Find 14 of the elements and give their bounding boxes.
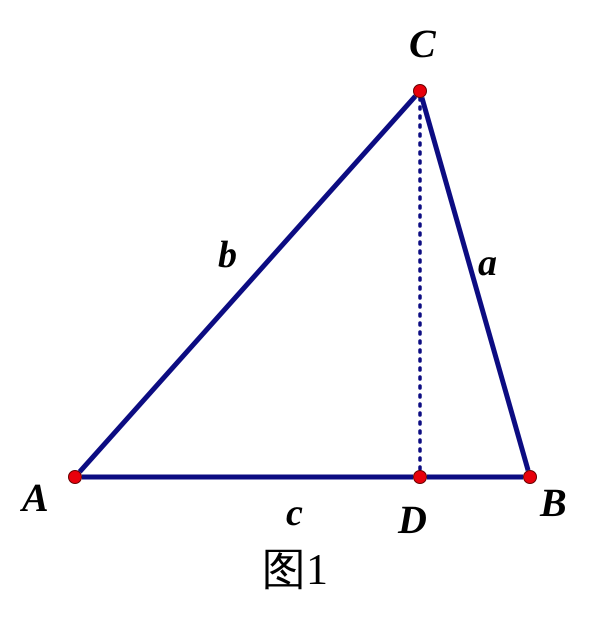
side-line — [78, 94, 418, 474]
point-label: B — [540, 483, 567, 523]
caption: 图1 — [262, 548, 328, 592]
point-label: A — [22, 478, 49, 518]
point-marker — [523, 470, 537, 484]
side-line — [420, 97, 530, 471]
side-line — [427, 474, 523, 480]
side-line — [82, 474, 413, 480]
point-label: C — [409, 24, 436, 64]
point-label: D — [398, 500, 427, 540]
point-marker — [413, 470, 427, 484]
point-marker — [413, 84, 427, 98]
altitude-line — [418, 96, 422, 472]
point-marker — [68, 470, 82, 484]
